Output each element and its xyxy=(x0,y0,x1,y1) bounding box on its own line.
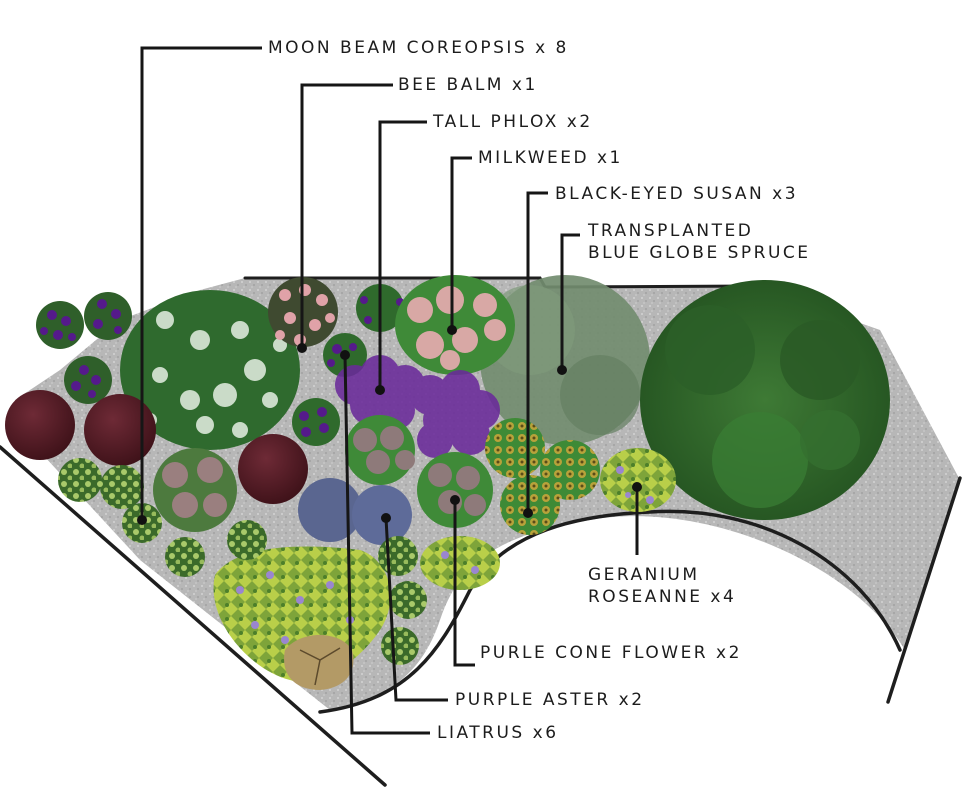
plant-large-shrub xyxy=(640,280,890,520)
plant-geranium xyxy=(213,448,676,682)
plant-liatris-group xyxy=(36,284,404,446)
label-purple-aster: PURPLE ASTER x2 xyxy=(455,690,645,710)
plant-milkweed xyxy=(395,275,515,375)
label-blue-globe-spruce-line2: BLUE GLOBE SPRUCE xyxy=(588,243,811,263)
label-blue-globe-spruce: TRANSPLANTED BLUE GLOBE SPRUCE xyxy=(588,220,811,264)
plant-moonbeam-coreopsis-group xyxy=(58,458,427,665)
label-moonbeam-coreopsis: MOON BEAM COREOPSIS x 8 xyxy=(268,38,569,58)
label-geranium-roseanne: GERANIUM ROSEANNE x4 xyxy=(588,564,736,608)
plant-blue-globe-spruce xyxy=(480,275,650,445)
label-geranium-line1: GERANIUM xyxy=(588,565,700,585)
label-bee-balm: BEE BALM x1 xyxy=(398,75,538,95)
label-milkweed: MILKWEED x1 xyxy=(478,148,623,168)
plant-coneflower xyxy=(153,415,493,532)
label-liatris: LIATRUS x6 xyxy=(437,723,559,743)
leader-lines xyxy=(140,46,639,735)
label-blue-globe-spruce-line1: TRANSPLANTED xyxy=(588,221,754,241)
label-geranium-line2: ROSEANNE x4 xyxy=(588,587,737,607)
rock xyxy=(284,635,354,690)
label-tall-phlox: TALL PHLOX x2 xyxy=(433,112,593,132)
leader-dots xyxy=(137,325,642,525)
label-purple-coneflower: PURLE CONE FLOWER x2 xyxy=(480,643,742,663)
label-black-eyed-susan: BLACK-EYED SUSAN x3 xyxy=(555,184,799,204)
plant-maroon-shrubs xyxy=(5,390,308,504)
plant-black-eyed-susan xyxy=(485,418,600,535)
